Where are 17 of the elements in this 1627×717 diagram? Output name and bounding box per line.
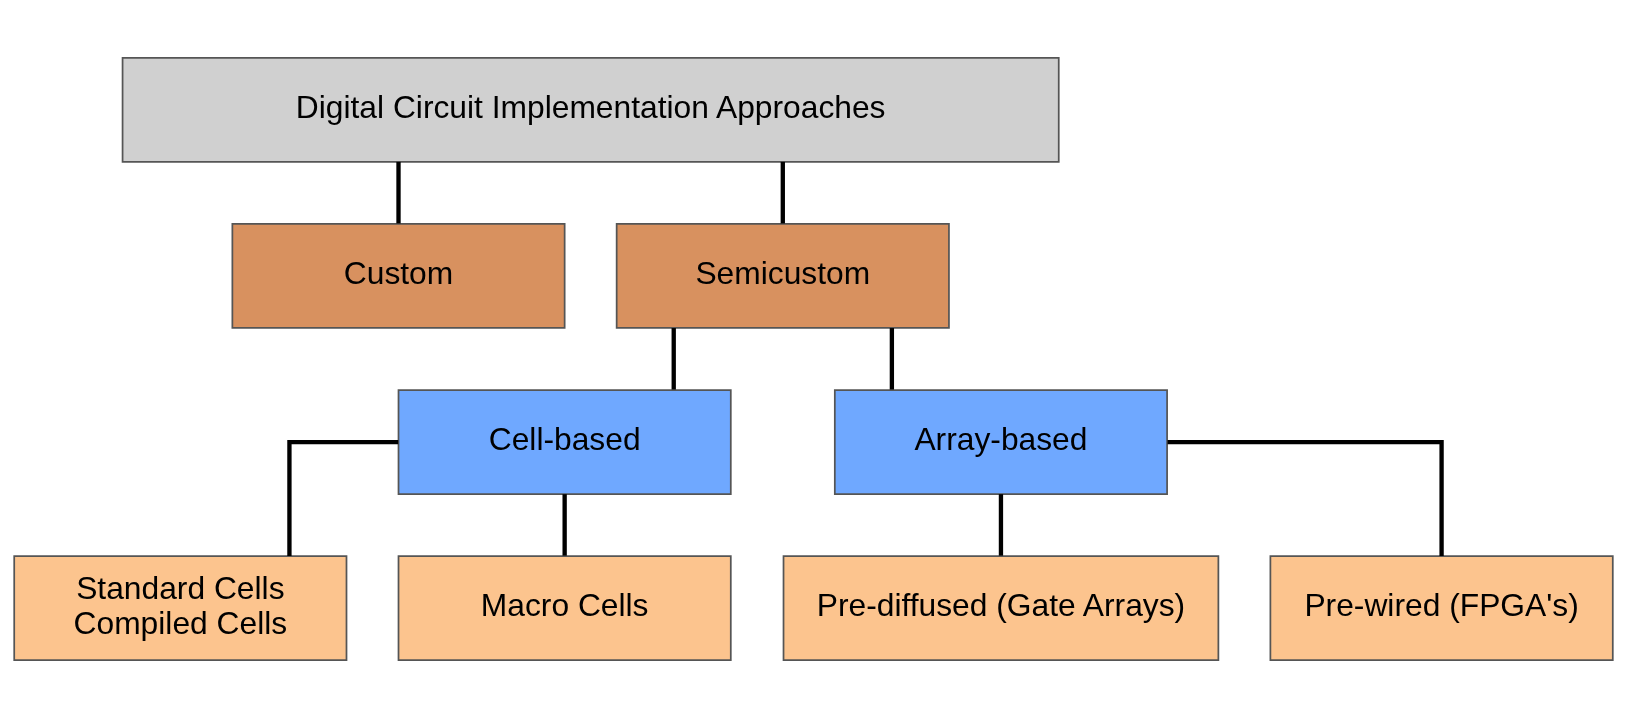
connector bbox=[998, 493, 1004, 556]
connector bbox=[287, 439, 399, 556]
node-box: Standard Cells Compiled Cells bbox=[13, 554, 348, 661]
connector bbox=[562, 493, 567, 556]
node-box: Custom bbox=[231, 222, 566, 329]
node-box: Macro Cells bbox=[397, 554, 732, 661]
node-box: Cell-based bbox=[397, 388, 732, 495]
connector bbox=[671, 327, 676, 390]
node-box: Pre-wired (FPGA's) bbox=[1269, 554, 1614, 661]
connector bbox=[780, 161, 785, 223]
connector bbox=[889, 327, 895, 390]
node-box: Semicustom bbox=[615, 222, 950, 329]
connector bbox=[1167, 439, 1444, 556]
node-box: Pre-diffused (Gate Arrays) bbox=[782, 554, 1220, 661]
node-box: Array-based bbox=[833, 388, 1168, 495]
node-box: Digital Circuit Implementation Approaches bbox=[121, 56, 1060, 163]
connector bbox=[396, 161, 401, 223]
